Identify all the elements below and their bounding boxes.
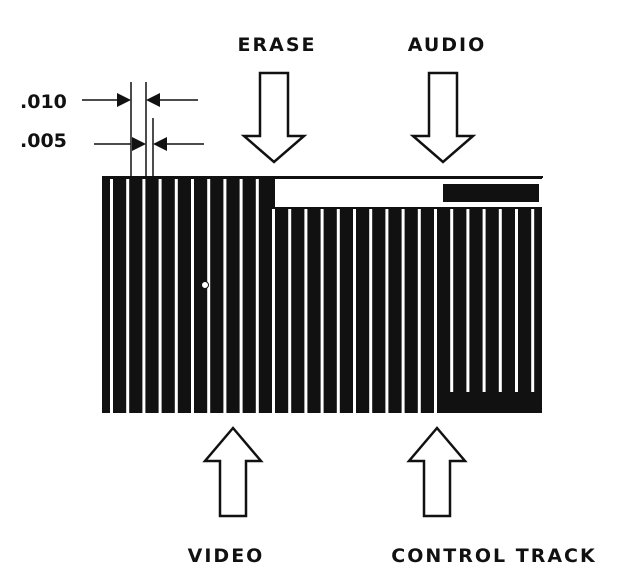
- video-label: VIDEO: [188, 545, 265, 567]
- track-gap: [110, 179, 113, 413]
- track-gap: [255, 179, 259, 413]
- dimension-markers: [82, 82, 204, 178]
- control-track-label: CONTROL TRACK: [391, 545, 596, 567]
- video-arrow-icon: [202, 426, 264, 518]
- track-gap: [126, 179, 130, 413]
- track-gap: [336, 209, 340, 413]
- track-gap: [369, 209, 373, 413]
- track-gap: [320, 209, 324, 413]
- track-gap: [450, 209, 454, 392]
- track-gap: [466, 209, 470, 392]
- track-gap: [434, 209, 437, 413]
- control-track-arrow-icon: [406, 426, 468, 518]
- erase-arrow-icon: [240, 71, 308, 164]
- track-gap: [531, 209, 535, 392]
- track-gap: [304, 209, 308, 413]
- track-gap: [417, 209, 421, 413]
- track-gap: [191, 179, 194, 413]
- track-gap: [272, 209, 275, 413]
- track-gap: [288, 209, 292, 413]
- track-gap: [239, 179, 243, 413]
- track-gap: [385, 209, 389, 413]
- track-gap: [158, 179, 162, 413]
- track-gap: [498, 209, 502, 392]
- track-gap: [401, 209, 405, 413]
- tape-strip: [102, 176, 544, 417]
- erase-label: ERASE: [238, 34, 317, 56]
- track-width-dimension-label: .010: [20, 91, 67, 113]
- track-gap: [353, 209, 356, 413]
- audio-arrow-icon: [409, 71, 477, 164]
- track-gap: [515, 209, 518, 392]
- track-gap: [207, 179, 211, 413]
- track-gap: [174, 179, 178, 413]
- track-gap: [482, 209, 486, 392]
- audio-label: AUDIO: [408, 34, 487, 56]
- track-gap: [223, 179, 227, 413]
- guard-band-dimension-label: .005: [20, 130, 67, 152]
- track-gap: [142, 179, 146, 413]
- video-track-gaps: [110, 179, 535, 413]
